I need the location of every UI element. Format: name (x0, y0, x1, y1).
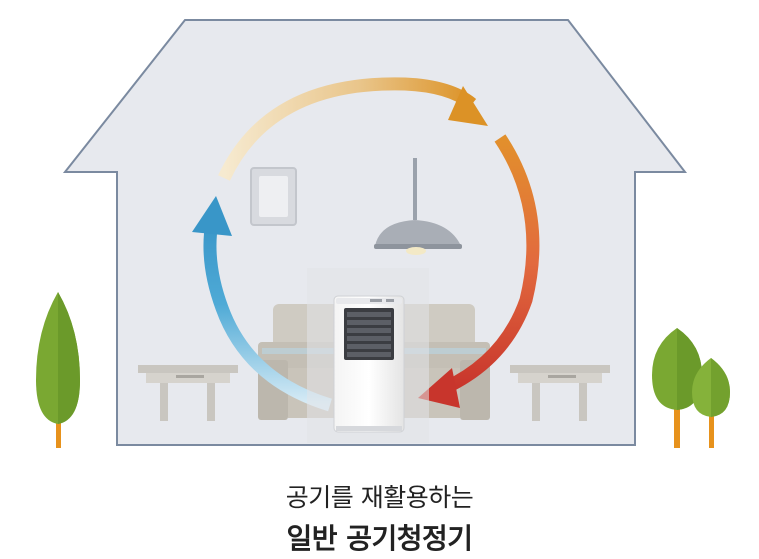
ceiling-lamp-icon (374, 158, 462, 255)
tree-icon (36, 292, 80, 448)
caption-line-2: 일반 공기청정기 (286, 522, 473, 555)
window-icon (250, 167, 297, 226)
tree-icon (692, 358, 730, 448)
table-icon (510, 365, 610, 421)
table-icon (138, 365, 238, 421)
house-icon (62, 19, 688, 446)
circulation-arrow-icon (192, 77, 540, 412)
air-purifier-icon (307, 268, 429, 443)
caption-line-1: 공기를 재활용하는 (285, 483, 474, 512)
